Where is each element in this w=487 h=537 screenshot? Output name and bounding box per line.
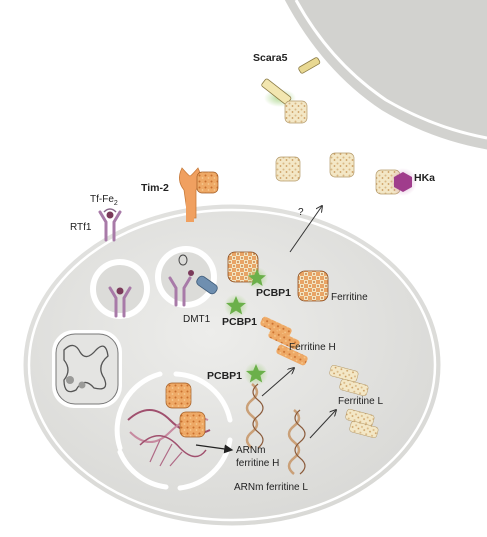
ferritin-icon <box>284 100 308 124</box>
ferritin-l-subunits-icon <box>329 364 379 438</box>
vesicle-icon <box>155 246 217 308</box>
star-icon <box>246 267 268 289</box>
ferritin-icon <box>297 270 329 302</box>
star-icon <box>244 362 268 386</box>
dmt1-label: DMT1 <box>183 314 211 325</box>
ferritin-icon <box>329 152 355 178</box>
mrna-l-icon <box>287 409 306 475</box>
arnm-h-line1: ARNm <box>236 445 265 456</box>
scara5-label: Scara5 <box>253 52 288 64</box>
question-mark: ? <box>298 207 304 218</box>
ferritine-l-label: Ferritine L <box>338 396 383 407</box>
ferritine-h-label: Ferritine H <box>289 342 336 353</box>
neighbour-cell <box>279 0 487 155</box>
tim2-receptor-icon <box>179 167 201 222</box>
pcbp1-top-label: PCBP1 <box>256 287 291 299</box>
rtf1-label: RTf1 <box>70 222 92 233</box>
vesicle-icon <box>90 259 150 319</box>
hka-icon <box>389 168 417 196</box>
tim2-label: Tim-2 <box>141 182 169 194</box>
export-arrow <box>289 206 322 253</box>
transferrin-receptor-icon <box>98 208 122 242</box>
ferritin-icon <box>275 156 301 182</box>
mrna-h-icon <box>245 383 264 449</box>
tf-fe-label: Tf-Fe2 <box>90 194 118 207</box>
ferritin-h-subunits-icon <box>260 316 308 366</box>
arnm-h-line2: ferritine H <box>236 458 279 469</box>
ferritine-label: Ferritine <box>331 292 368 303</box>
scara5-receptor-icon <box>261 57 321 107</box>
ferritin-icon <box>196 171 219 194</box>
translation-h-arrow <box>261 368 294 397</box>
mrna-export-arrow <box>195 444 234 454</box>
pcbp1-left-label: PCBP1 <box>207 370 242 382</box>
dmt1-transporter-icon <box>196 275 218 295</box>
hka-label: HKa <box>414 172 435 184</box>
ferritin-icon <box>165 382 192 409</box>
ferritin-icon <box>179 411 206 438</box>
translation-l-arrow <box>309 410 336 439</box>
pcbp1-mid-label: PCBP1 <box>222 316 257 328</box>
arnm-l-label: ARNm ferritine L <box>234 482 308 493</box>
star-icon <box>224 294 248 318</box>
mitochondrion-icon <box>52 330 122 408</box>
